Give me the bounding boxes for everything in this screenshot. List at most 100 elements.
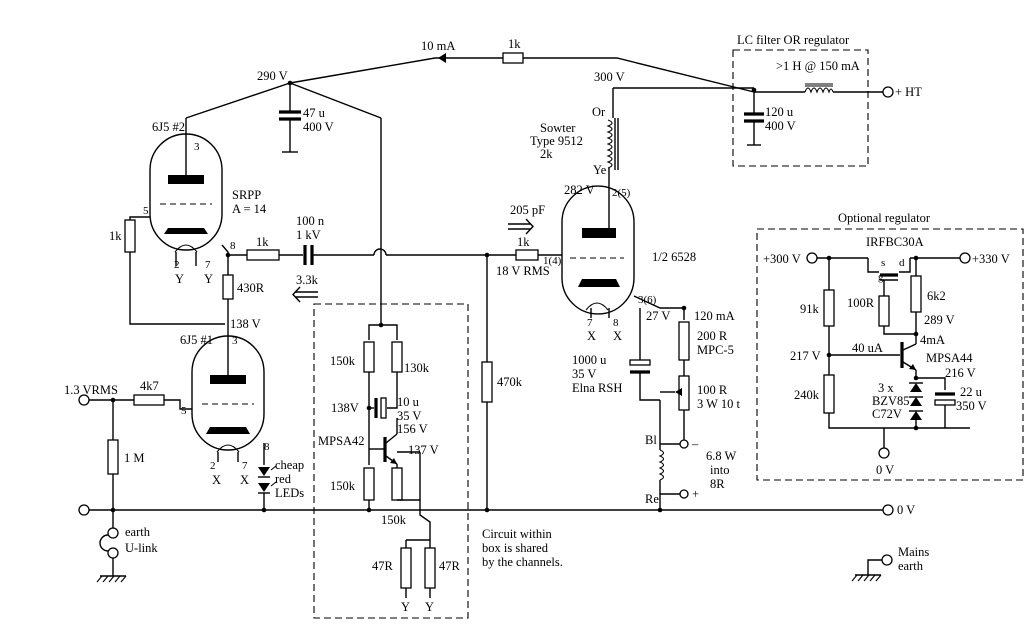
label-earth: earth — [125, 525, 151, 539]
label-1000u: 1000 u — [572, 353, 607, 367]
reg-output-terminal[interactable] — [959, 252, 971, 264]
label-138v: 138 V — [230, 317, 261, 331]
pin-label: Y — [204, 272, 213, 286]
label-zener-3: C72V — [872, 407, 902, 421]
resistor-1k-grid — [515, 249, 539, 261]
label-22u: 22 u — [960, 385, 983, 399]
speaker-minus-terminal[interactable] — [679, 439, 689, 449]
resistor-6k2 — [910, 275, 922, 313]
reg-zero-terminal[interactable] — [878, 447, 890, 459]
resistor-1k-series — [246, 249, 280, 261]
ht-terminal — [882, 86, 894, 98]
label-1k-series: 1k — [256, 235, 269, 249]
label-shared-2: box is shared — [482, 541, 549, 555]
label-shared-3: by the channels. — [482, 555, 563, 569]
label-1k-grid: 1k — [517, 235, 530, 249]
label-shared-1: Circuit within — [482, 527, 553, 541]
capacitor-10u — [374, 397, 387, 419]
mosfet-irfbc30a — [867, 258, 911, 296]
pin-label: s — [881, 257, 885, 269]
label-240k: 240k — [794, 388, 820, 402]
resistor-150k-b — [363, 467, 375, 501]
label-srpp: SRPP — [232, 188, 261, 202]
pin-label: Y — [175, 272, 184, 286]
ground-0v-terminal — [882, 504, 894, 516]
transformer-icon — [606, 118, 619, 170]
label-47r-a: 47R — [372, 559, 394, 573]
label-35v: 35 V — [572, 367, 596, 381]
label-150k-c: 150k — [381, 513, 407, 527]
capacitor-1000u — [629, 359, 651, 374]
label-lc-title: LC filter OR regulator — [737, 33, 850, 47]
label-gain: A = 14 — [232, 202, 267, 216]
capacitor-22u — [934, 392, 956, 406]
label-1m: 1 M — [124, 451, 145, 465]
label-3-3k: 3.3k — [296, 273, 319, 287]
zener-diodes-icon — [909, 382, 923, 428]
resistor-130k — [391, 341, 403, 373]
label-tube-bot: 6J5 #1 — [180, 333, 213, 347]
resistor-91k — [823, 289, 835, 327]
arrow-right-icon — [508, 218, 534, 235]
label-reg-in: +300 V — [763, 252, 801, 266]
transistor-mpsa44 — [900, 342, 917, 371]
label-plus: + — [692, 487, 699, 501]
resistor-47r-a — [400, 547, 412, 589]
label-re: Re — [645, 492, 659, 506]
label-1kv: 1 kV — [296, 228, 321, 242]
capacitor-47u — [279, 83, 301, 153]
label-3w: 3 W 10 t — [697, 397, 740, 411]
resistor-200r — [678, 321, 690, 361]
label-elna: Elna RSH — [572, 381, 622, 395]
speaker-plus-terminal[interactable] — [679, 489, 689, 499]
pin-label: 8 — [613, 317, 619, 329]
pin-label: 8 — [264, 441, 270, 453]
current-arrow-icon — [438, 53, 446, 63]
capacitor-100n — [303, 245, 314, 265]
label-120u: 120 u — [765, 105, 794, 119]
label-40ua: 40 uA — [852, 341, 883, 355]
label-10u-v: 35 V — [397, 409, 421, 423]
label-u-link: U-link — [125, 541, 158, 555]
label-138v-b: 138V — [331, 401, 359, 415]
pin-label: X — [212, 473, 221, 487]
label-27v: 27 V — [646, 309, 670, 323]
choke-inductor-icon — [804, 83, 834, 94]
label-150k-b: 150k — [330, 479, 356, 493]
label-100r: 100R — [847, 296, 875, 310]
earth-u-link — [96, 510, 127, 583]
label-reg-out: +330 V — [972, 252, 1010, 266]
reg-input-terminal[interactable] — [806, 252, 818, 264]
label-18v: 18 V RMS — [496, 264, 550, 278]
label-200r: 200 R — [697, 329, 728, 343]
label-leds-3: LEDs — [275, 486, 304, 500]
label-10u: 10 u — [397, 395, 420, 409]
resistor-150k-a — [363, 341, 375, 373]
optional-regulator-box — [756, 228, 1024, 481]
label-mpsa42: MPSA42 — [318, 434, 365, 448]
label-120ma: 120 mA — [694, 309, 735, 323]
label-bl: Bl — [645, 433, 657, 447]
label-156v: 156 V — [397, 422, 428, 436]
label-350v: 350 V — [956, 399, 987, 413]
pin-label: 3 — [194, 141, 200, 153]
led-icon — [258, 465, 277, 510]
pin-label: 2 — [174, 259, 180, 271]
label-4k7: 4k7 — [140, 379, 159, 393]
label-sowter-type: Type 9512 — [530, 134, 583, 148]
label-47r-b: 47R — [439, 559, 461, 573]
label-ye: Ye — [593, 163, 607, 177]
label-vin: 1.3 VRMS — [64, 383, 118, 397]
resistor-470k — [481, 361, 493, 403]
label-137v: 137 V — [408, 443, 439, 457]
label-reg-0v: 0 V — [876, 463, 894, 477]
label-sowter-z: 2k — [540, 147, 553, 161]
label-430r: 430R — [237, 281, 265, 295]
arrow-left-icon — [292, 286, 318, 303]
resistor-4k7 — [133, 394, 165, 406]
tube-6528 — [561, 185, 635, 315]
pin-label: 5 — [143, 205, 149, 217]
label-minus: – — [691, 437, 699, 451]
resistor-430r — [222, 274, 234, 300]
label-47u-v: 400 V — [303, 120, 334, 134]
